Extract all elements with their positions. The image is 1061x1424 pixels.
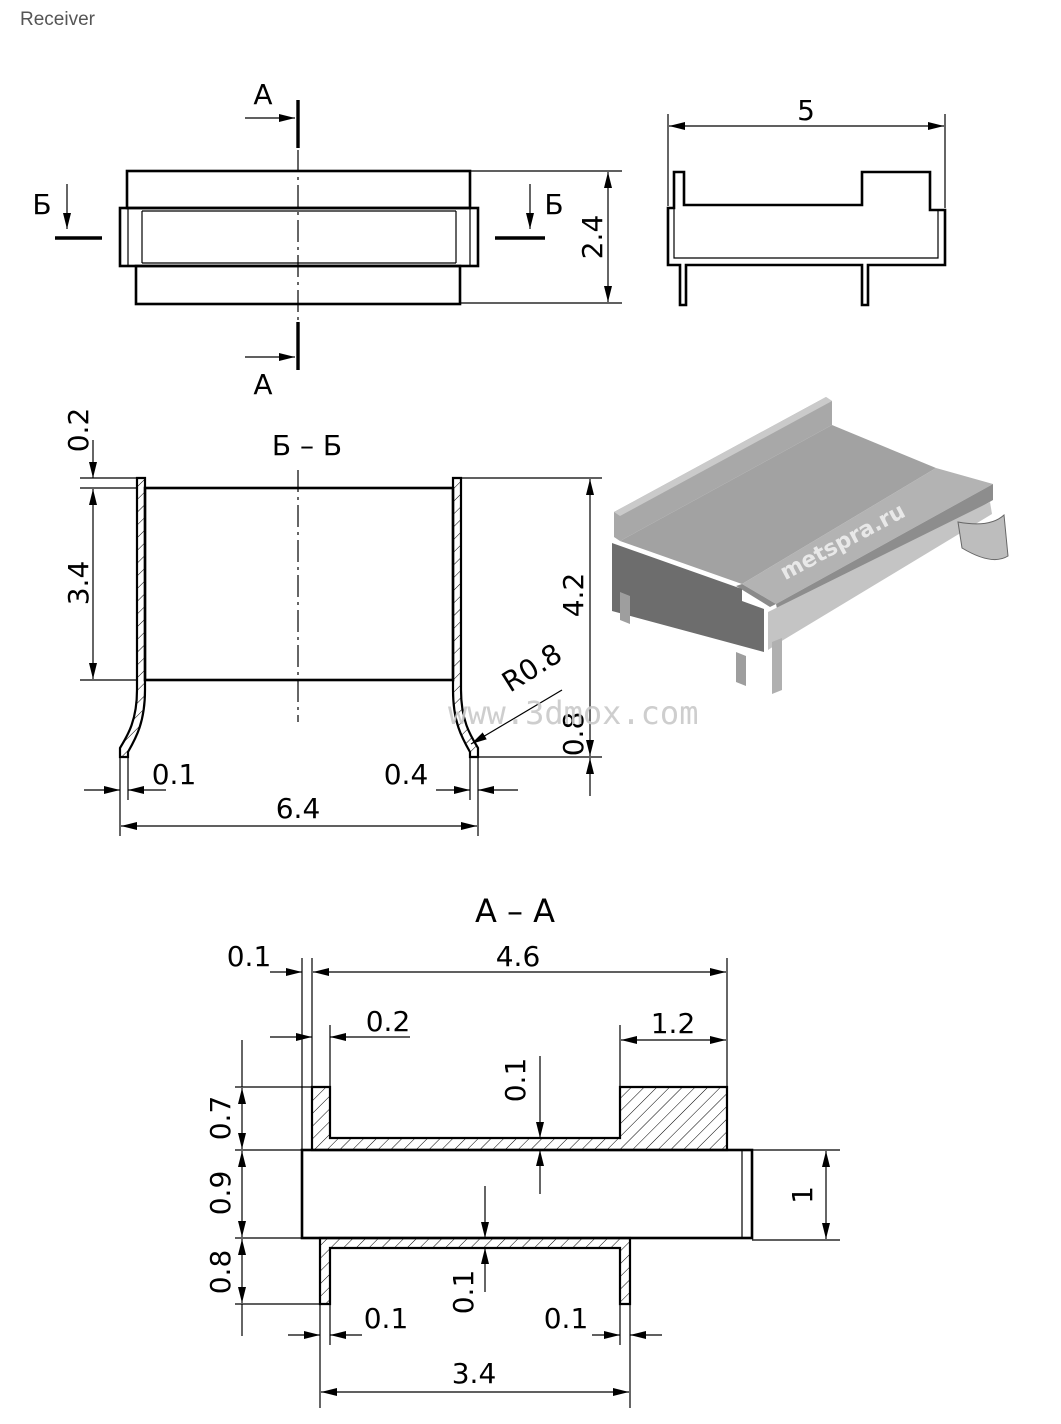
- svg-text:6.4: 6.4: [276, 792, 321, 825]
- dimension-overall: 4.6: [313, 940, 726, 976]
- cut-label-a-top: А: [253, 78, 272, 111]
- dimension-lower-right-wall: 0.1: [544, 1302, 662, 1339]
- dimension-right-wall: 0.4: [384, 757, 518, 836]
- dimension-width: 6.4: [121, 792, 477, 830]
- render-3d: metspra.ru: [612, 397, 1009, 694]
- render-right-strip-top: [742, 468, 993, 604]
- svg-text:0.2: 0.2: [62, 408, 95, 453]
- dimension-right-height: 1: [786, 1151, 830, 1239]
- dimension-total-height: 4.2: [461, 477, 602, 758]
- svg-text:0.2: 0.2: [366, 1005, 411, 1038]
- dimension-foot: 0.8: [557, 712, 594, 796]
- section-bb-title: Б – Б: [272, 429, 342, 462]
- dimension-block: 1.2: [621, 1007, 726, 1044]
- svg-text:1: 1: [786, 1186, 819, 1204]
- svg-text:4.6: 4.6: [496, 940, 541, 973]
- render-step-face: [736, 584, 776, 607]
- dimension-left-wall: 0.1: [84, 757, 196, 836]
- watermark-site: www.3dmox.com: [448, 694, 698, 732]
- render-leg-left: [620, 592, 630, 624]
- dimension-length: 5: [667, 94, 946, 208]
- dimension-lower-width: 3.4: [321, 1357, 629, 1396]
- svg-text:0.1: 0.1: [499, 1058, 532, 1103]
- page-title: Receiver: [20, 9, 95, 30]
- section-aa-lower-profile: [318, 1236, 632, 1306]
- svg-text:0.1: 0.1: [447, 1270, 480, 1315]
- dimension-body: 0.9: [204, 1171, 237, 1216]
- section-bb: Б – Б 0.2 3.4 4.2 0.8 R0.8: [62, 408, 602, 836]
- dimension-upper-plate: 0.1: [499, 1056, 544, 1194]
- front-view: А А Б Б 2.4: [32, 78, 622, 401]
- svg-text:2.4: 2.4: [576, 215, 609, 260]
- section-aa-body: [300, 1148, 754, 1240]
- dimension-tab: 0.2: [270, 1005, 411, 1041]
- svg-text:5: 5: [797, 94, 815, 127]
- section-bb-left-wall: [118, 476, 147, 759]
- svg-text:0.1: 0.1: [364, 1302, 409, 1335]
- front-middle-band: [118, 206, 480, 268]
- section-aa-extension-lines: [235, 958, 840, 1408]
- cut-label-b-right: Б: [544, 188, 563, 221]
- side-view: 5: [666, 94, 947, 307]
- svg-text:0.1: 0.1: [544, 1302, 589, 1335]
- section-bb-body: [143, 486, 455, 682]
- svg-text:0.1: 0.1: [227, 940, 272, 973]
- svg-text:0.4: 0.4: [384, 758, 429, 791]
- dimension-lower-plate: 0.1: [447, 1186, 489, 1315]
- dimension-upper: 0.7: [204, 1096, 237, 1141]
- render-leg-right: [772, 638, 782, 694]
- render-back-wall: [614, 397, 832, 541]
- cut-label-a-bottom: А: [253, 368, 272, 401]
- render-leg-middle: [736, 652, 746, 686]
- render-curved-tab: [957, 513, 1009, 561]
- svg-text:1.2: 1.2: [651, 1007, 696, 1040]
- render-back-wall-top: [614, 397, 832, 516]
- dimension-left-stack: 0.7 0.9 0.8: [204, 1040, 246, 1336]
- render-front-face: [612, 543, 764, 652]
- dimension-lower: 0.8: [204, 1250, 237, 1295]
- section-aa-title: А – А: [475, 892, 555, 930]
- dimension-lower-left-wall: 0.1: [288, 1302, 409, 1339]
- section-bb-right-wall: [451, 476, 480, 759]
- svg-text:3.4: 3.4: [62, 561, 95, 606]
- cut-label-b-left: Б: [32, 188, 51, 221]
- section-aa: А – А 0.1 4.6 0.2 1.2 0.1: [204, 892, 840, 1408]
- svg-text:0.8: 0.8: [557, 712, 590, 757]
- dimension-left-offset: 0.1: [227, 940, 302, 976]
- svg-text:R0.8: R0.8: [496, 637, 568, 699]
- svg-text:0.1: 0.1: [152, 758, 197, 791]
- dimension-top-gap: 0.2: [62, 408, 137, 681]
- render-bottom-strip: [768, 502, 992, 650]
- dimension-inner-height: 3.4: [62, 489, 97, 679]
- side-profile: [666, 170, 947, 307]
- front-band-details: [127, 208, 471, 266]
- dimension-height: 2.4: [460, 170, 622, 304]
- render-floor: [620, 425, 936, 584]
- svg-text:3.4: 3.4: [452, 1357, 497, 1390]
- side-profile-details: [673, 208, 939, 259]
- svg-text:4.2: 4.2: [557, 573, 590, 618]
